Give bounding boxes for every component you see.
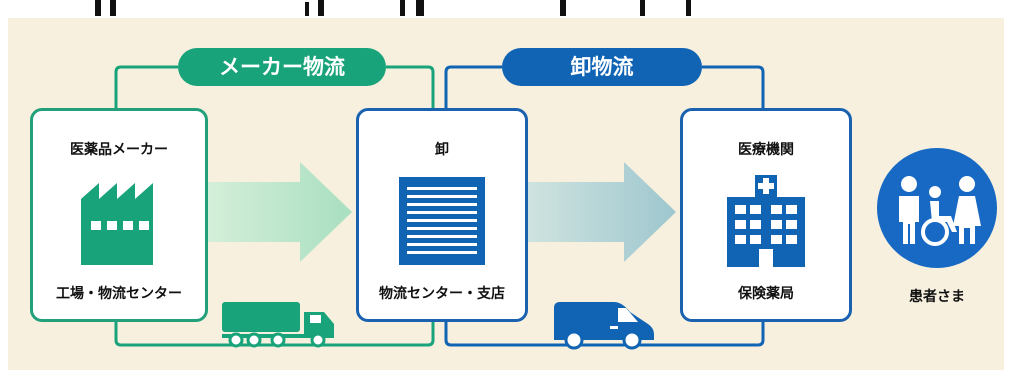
patients-icon bbox=[877, 148, 997, 268]
hospital-icon bbox=[727, 175, 805, 267]
wholesale-logistics-label: 卸物流 bbox=[502, 48, 702, 86]
wholesaler-node: 卸 物流センター・支店 bbox=[356, 108, 528, 322]
manufacturer-node: 医薬品メーカー 工場・物流センター bbox=[30, 108, 208, 322]
wholesale-flow-bracket-top bbox=[444, 65, 765, 108]
flow-arrow-wholesaler-to-medical bbox=[528, 162, 676, 262]
cropped-heading-glyphs bbox=[95, 0, 691, 16]
medical-institution-node: 医療機関 保険薬局 bbox=[680, 108, 852, 322]
wholesale-flow-bracket-bottom bbox=[444, 316, 765, 347]
truck-icon bbox=[222, 302, 334, 348]
manufacturer-flow-bracket-top bbox=[114, 65, 435, 108]
medical-subtitle: 保険薬局 bbox=[738, 286, 794, 302]
van-icon bbox=[554, 302, 654, 350]
warehouse-shutter-icon bbox=[399, 177, 485, 265]
wholesaler-title: 卸 bbox=[435, 142, 449, 158]
flow-arrow-manufacturer-to-wholesaler bbox=[206, 162, 352, 262]
cropped-heading-strip bbox=[0, 0, 1012, 16]
wholesaler-subtitle: 物流センター・支店 bbox=[379, 286, 505, 302]
manufacturer-subtitle: 工場・物流センター bbox=[56, 286, 182, 302]
manufacturer-logistics-label: メーカー物流 bbox=[178, 48, 386, 86]
manufacturer-title: 医薬品メーカー bbox=[70, 142, 168, 158]
factory-icon bbox=[81, 183, 153, 265]
medical-title: 医療機関 bbox=[738, 142, 794, 158]
patients-label: 患者さま bbox=[909, 289, 965, 305]
